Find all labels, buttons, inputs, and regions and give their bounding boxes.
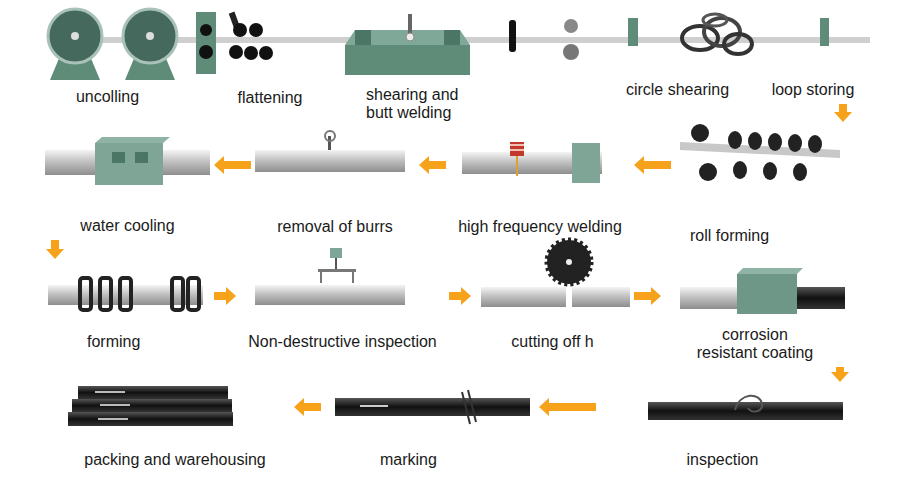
- process-step: inspection: [600, 385, 845, 471]
- deburr-tool: [255, 131, 405, 172]
- coating-unit: [680, 268, 845, 314]
- flow-arrow: [831, 367, 849, 382]
- flow-arrow: [539, 398, 596, 416]
- step-label: packing and warehousing: [60, 451, 290, 469]
- flow-arrow: [294, 398, 321, 416]
- hf-welder: [462, 142, 602, 183]
- process-step: loop storing: [760, 10, 866, 101]
- process-step: marking: [325, 385, 535, 471]
- step-label: loop storing: [760, 81, 866, 99]
- flow-arrow: [634, 287, 661, 305]
- step-label: cutting off h: [475, 333, 630, 351]
- process-step: water cooling: [45, 130, 210, 237]
- step-label: corrosion resistant coating: [693, 326, 817, 362]
- flow-arrow: [449, 287, 471, 305]
- process-step: roll forming: [675, 125, 845, 247]
- step-label: high frequency welding: [450, 218, 630, 236]
- step-label: forming: [87, 333, 207, 351]
- step-label: water cooling: [45, 217, 210, 235]
- step-label: uncolling: [35, 88, 180, 106]
- flow-arrow: [214, 287, 236, 305]
- process-step: flattening: [210, 10, 330, 109]
- loop-plate: [820, 18, 829, 46]
- step-label: Non-destructive inspection: [240, 333, 445, 351]
- circle-shear: [628, 14, 752, 54]
- process-step: shearing and butt welding: [340, 10, 480, 124]
- process-step: removal of burrs: [255, 130, 415, 238]
- weld-tools: [509, 19, 579, 60]
- cutting-saw: [481, 240, 630, 307]
- step-label: marking: [380, 451, 500, 469]
- flattening-rollers: [196, 12, 273, 74]
- shearing-table: [345, 14, 470, 75]
- flow-arrow: [214, 156, 251, 174]
- flow-arrow: [834, 104, 852, 122]
- flow-arrow: [634, 156, 671, 174]
- forming-rollers: [680, 124, 840, 181]
- process-step: Non-destructive inspection: [240, 262, 445, 353]
- step-label: roll forming: [690, 227, 845, 245]
- pipe-stack: [68, 386, 233, 426]
- ndt-probe: [255, 248, 405, 305]
- step-label: circle shearing: [610, 81, 745, 99]
- step-label: shearing and butt welding: [366, 86, 476, 122]
- process-step: packing and warehousing: [60, 385, 290, 471]
- sizing-rings: [48, 278, 203, 310]
- process-step: forming: [45, 262, 210, 353]
- marked-pipe: [335, 390, 530, 424]
- flow-arrow: [419, 156, 446, 174]
- process-step: corrosion resistant coating: [665, 262, 845, 364]
- process-step: high frequency welding: [450, 130, 630, 238]
- cooling-unit: [45, 137, 210, 185]
- process-step: cutting off h: [475, 262, 630, 353]
- step-label: flattening: [210, 89, 330, 107]
- step-label: removal of burrs: [255, 218, 415, 236]
- coil-stand: [48, 9, 177, 80]
- step-label: inspection: [600, 451, 845, 469]
- process-step: uncolling: [35, 10, 180, 108]
- process-step: circle shearing: [610, 10, 745, 101]
- inspected-pipe: [648, 396, 843, 420]
- flow-arrow: [46, 240, 64, 259]
